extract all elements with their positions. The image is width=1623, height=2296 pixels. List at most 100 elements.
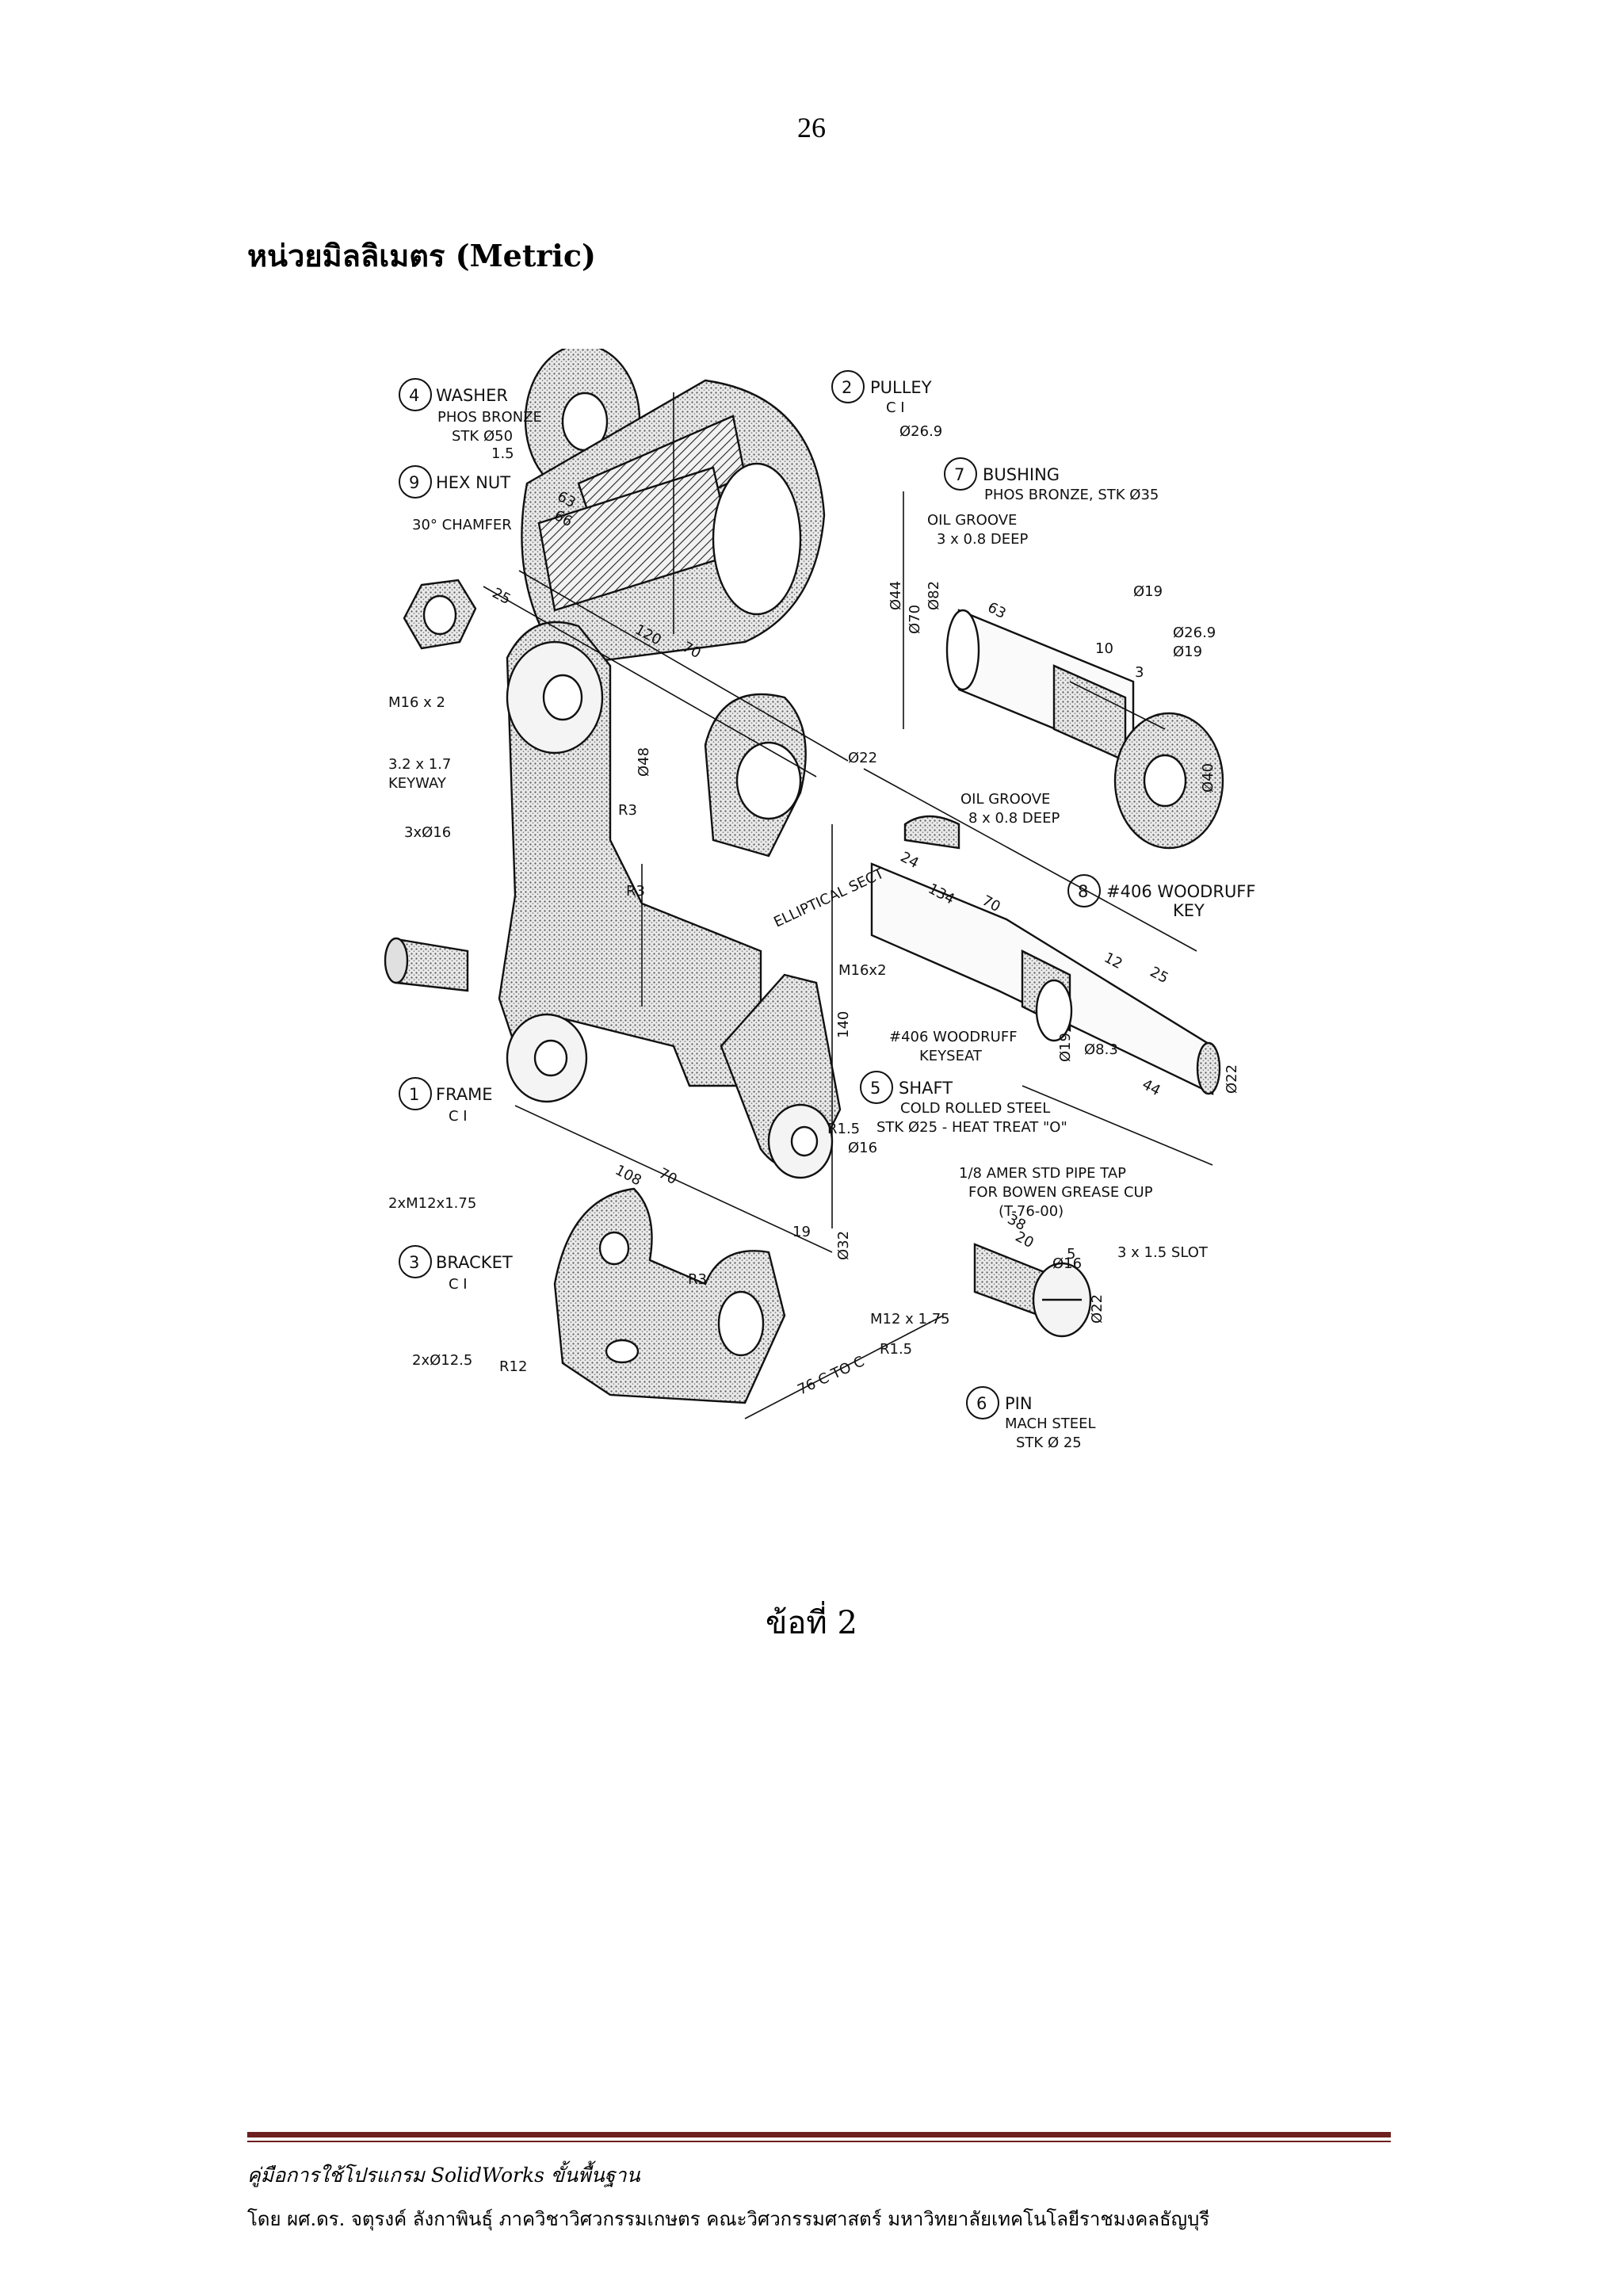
frame-label: FRAME [436, 1085, 493, 1104]
frame-material: C I [449, 1108, 468, 1125]
dim: Ø16 [848, 1140, 877, 1156]
frame-boss-part [704, 693, 807, 858]
dim: 5 [1067, 1246, 1075, 1263]
pin-material: MACH STEEL [1005, 1415, 1096, 1432]
frame-lower-arm-part [720, 973, 842, 1179]
shaft-stock: STK Ø25 - HEAT TREAT "O" [876, 1119, 1067, 1136]
dim: 63 [985, 599, 1009, 622]
dim: Ø8.3 [1084, 1041, 1118, 1058]
pulley-label: PULLEY [870, 378, 932, 397]
note-chamfer: 30° CHAMFER [412, 517, 512, 533]
note-pin-thread: M12 x 1.75 [870, 1311, 950, 1328]
dim: 10 [1095, 640, 1113, 657]
dim: Ø22 [1089, 1294, 1106, 1324]
pin-number: 6 [976, 1394, 987, 1413]
dim: 108 [613, 1162, 644, 1190]
note-pipe-tap: 1/8 AMER STD PIPE TAP [959, 1165, 1126, 1182]
dim: Ø48 [636, 747, 652, 777]
note-grease: FOR BOWEN GREASE CUP [968, 1184, 1153, 1201]
note-m16-shaft: M16x2 [838, 962, 887, 979]
note-keyseat-word: KEYSEAT [919, 1048, 983, 1064]
note-oil-groove-1-depth: 3 x 0.8 DEEP [937, 531, 1029, 548]
washer-label: WASHER [436, 386, 508, 405]
note-frame-holes: 3xØ16 [404, 824, 451, 841]
pulley-material: C I [886, 399, 905, 416]
washer-material: PHOS BRONZE [437, 409, 542, 426]
dim: 19 [792, 1224, 811, 1240]
bushing-part [945, 609, 1135, 762]
dim: R3 [626, 883, 645, 900]
figure-caption: ข้อที่ 2 [766, 1605, 857, 1641]
dim: 70 [656, 1165, 680, 1188]
dim: 140 [835, 1011, 852, 1038]
footer-rule-thick [247, 2132, 1391, 2137]
footer-rule-thin [247, 2141, 1391, 2142]
part-labels: 4 WASHER PHOS BRONZE STK Ø50 9 HEX NUT 2… [399, 370, 1255, 1451]
dim: Ø40 [1200, 763, 1216, 793]
pin-part [973, 1243, 1092, 1338]
dim: Ø44 [888, 581, 904, 610]
page-number: 26 [797, 112, 826, 143]
shaft-part [870, 862, 1221, 1095]
dim: Ø19 [1057, 1033, 1074, 1062]
dim: Ø19 [1173, 644, 1202, 660]
frame-number: 1 [409, 1085, 419, 1104]
key-label-2: KEY [1173, 901, 1205, 920]
hex-nut-number: 9 [409, 473, 419, 492]
dim: Ø32 [835, 1231, 852, 1260]
section-heading: หน่วยมิลลิเมตร (Metric) [247, 238, 596, 273]
dim: 3 [1135, 664, 1144, 681]
note-oil-groove-2-depth: 8 x 0.8 DEEP [968, 810, 1060, 827]
note-bracket-m12: 2xM12x1.75 [388, 1195, 476, 1212]
note-bracket-holes: 2xØ12.5 [412, 1352, 472, 1369]
footer-title: คู่มือการใช้โปรแกรม SolidWorks ขั้นพื้นฐ… [247, 2164, 640, 2187]
dim: 20 [1013, 1228, 1037, 1251]
bracket-number: 3 [409, 1253, 419, 1272]
note-keyway: 3.2 x 1.7 [388, 756, 451, 773]
dim: 25 [1148, 964, 1171, 987]
small-pin-part [384, 937, 469, 992]
exploded-assembly-drawing: 4 WASHER PHOS BRONZE STK Ø50 9 HEX NUT 2… [372, 349, 1264, 1474]
note-keyseat: #406 WOODRUFF [889, 1029, 1018, 1045]
note-slot: 3 x 1.5 SLOT [1117, 1244, 1209, 1261]
dim: 44 [1140, 1076, 1163, 1099]
key-label: #406 WOODRUFF [1106, 882, 1255, 901]
dim: 25 [490, 585, 514, 608]
dim: Ø22 [1224, 1064, 1240, 1094]
dim: 12 [1102, 949, 1125, 972]
footer-author: โดย ผศ.ดร. จตุรงค์ ลังกาพินธุ์ ภาควิชาวิ… [247, 2208, 1210, 2230]
key-number: 8 [1078, 882, 1088, 901]
washer-stock: STK Ø50 [452, 428, 513, 445]
dim: R3 [688, 1271, 707, 1288]
washer-number: 4 [409, 386, 419, 405]
note-pin-radius: R1.5 [880, 1341, 912, 1358]
note-keyway-word: KEYWAY [388, 775, 447, 792]
dimension-lines [483, 392, 1213, 1419]
pulley-number: 2 [842, 378, 852, 397]
bushing-label: BUSHING [983, 465, 1060, 484]
dim: Ø70 [907, 605, 923, 634]
woodruff-key-part [903, 815, 960, 850]
shaft-number: 5 [870, 1079, 880, 1098]
dim: 1.5 [491, 445, 514, 462]
dim: 24 [898, 849, 922, 872]
pin-label: PIN [1005, 1394, 1033, 1413]
hex-nut-part [403, 579, 477, 650]
washer-right-part [1113, 712, 1224, 850]
dim: Ø16 [1052, 1255, 1082, 1272]
note-oil-groove-2: OIL GROOVE [960, 791, 1050, 808]
note-grease-no: (T-76-00) [999, 1203, 1064, 1220]
dim: Ø26.9 [899, 423, 942, 440]
hex-nut-label: HEX NUT [436, 473, 510, 492]
dim: R1.5 [827, 1121, 860, 1137]
shaft-material: COLD ROLLED STEEL [900, 1100, 1050, 1117]
note-elliptical: ELLIPTICAL SECT [771, 865, 888, 930]
bushing-number: 7 [954, 465, 964, 484]
dim: Ø22 [848, 750, 877, 766]
dim: 76 C TO C [795, 1353, 867, 1398]
dim: R3 [618, 802, 637, 819]
dim: Ø26.9 [1173, 625, 1216, 641]
frame-part [498, 621, 762, 1103]
pin-stock: STK Ø 25 [1016, 1435, 1082, 1451]
dim: R12 [499, 1358, 527, 1375]
